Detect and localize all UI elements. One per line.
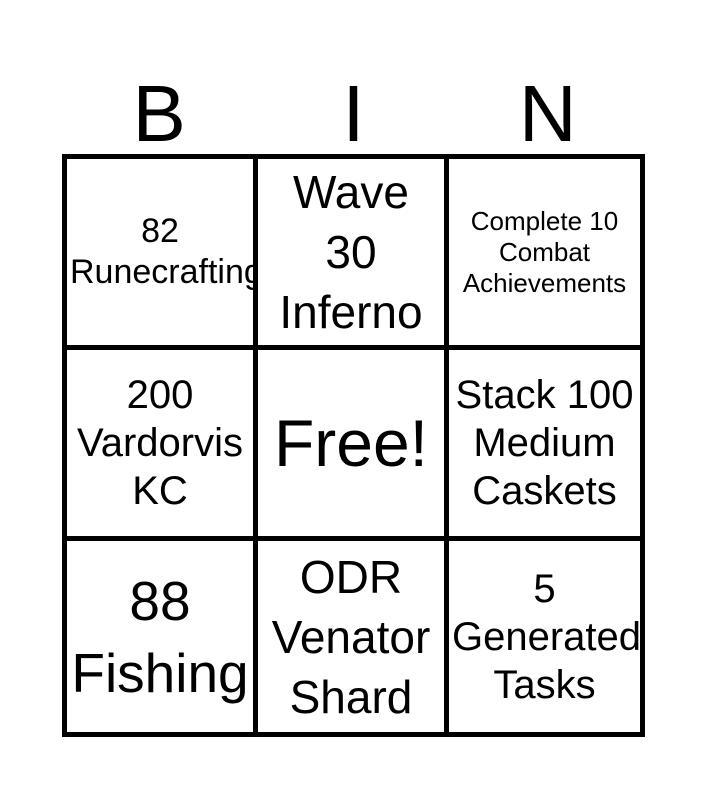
bingo-cell-text: Complete 10 Combat Achievements (462, 205, 627, 298)
bingo-cell-text: Stack 100 Medium Caskets (455, 373, 634, 513)
bingo-cell-b2[interactable]: 200 Vardorvis KC (67, 350, 258, 541)
bingo-cell-text: Wave 30 Inferno (279, 166, 423, 338)
bingo-grid: 82 Runecrafting Wave 30 Inferno Complete… (62, 154, 645, 737)
bingo-cell-text: 200 Vardorvis KC (77, 373, 243, 513)
bingo-cell-text: 5 Generated Tasks (452, 566, 640, 707)
bingo-cell-n3[interactable]: 5 Generated Tasks (449, 541, 640, 732)
header-letter-b: B (132, 69, 186, 158)
bingo-cell-i3[interactable]: ODR Venator Shard (258, 541, 449, 732)
bingo-header-row: B I N (62, 58, 645, 154)
bingo-cell-text: Free! (273, 406, 429, 480)
bingo-cell-b3[interactable]: 88 Fishing (67, 541, 258, 732)
bingo-cell-n2[interactable]: Stack 100 Medium Caskets (449, 350, 640, 541)
bingo-cell-n1[interactable]: Complete 10 Combat Achievements (449, 159, 640, 350)
header-letter-i: I (342, 69, 365, 158)
bingo-cell-text: ODR Venator Shard (271, 550, 431, 723)
bingo-cell-b1[interactable]: 82 Runecrafting (67, 159, 258, 350)
bingo-cell-free-space[interactable]: Free! (258, 350, 449, 541)
bingo-cell-text: 82 Runecrafting (70, 212, 258, 291)
bingo-cell-text: 88 Fishing (71, 569, 249, 704)
header-letter-n: N (518, 69, 577, 158)
bingo-cell-i1[interactable]: Wave 30 Inferno (258, 159, 449, 350)
